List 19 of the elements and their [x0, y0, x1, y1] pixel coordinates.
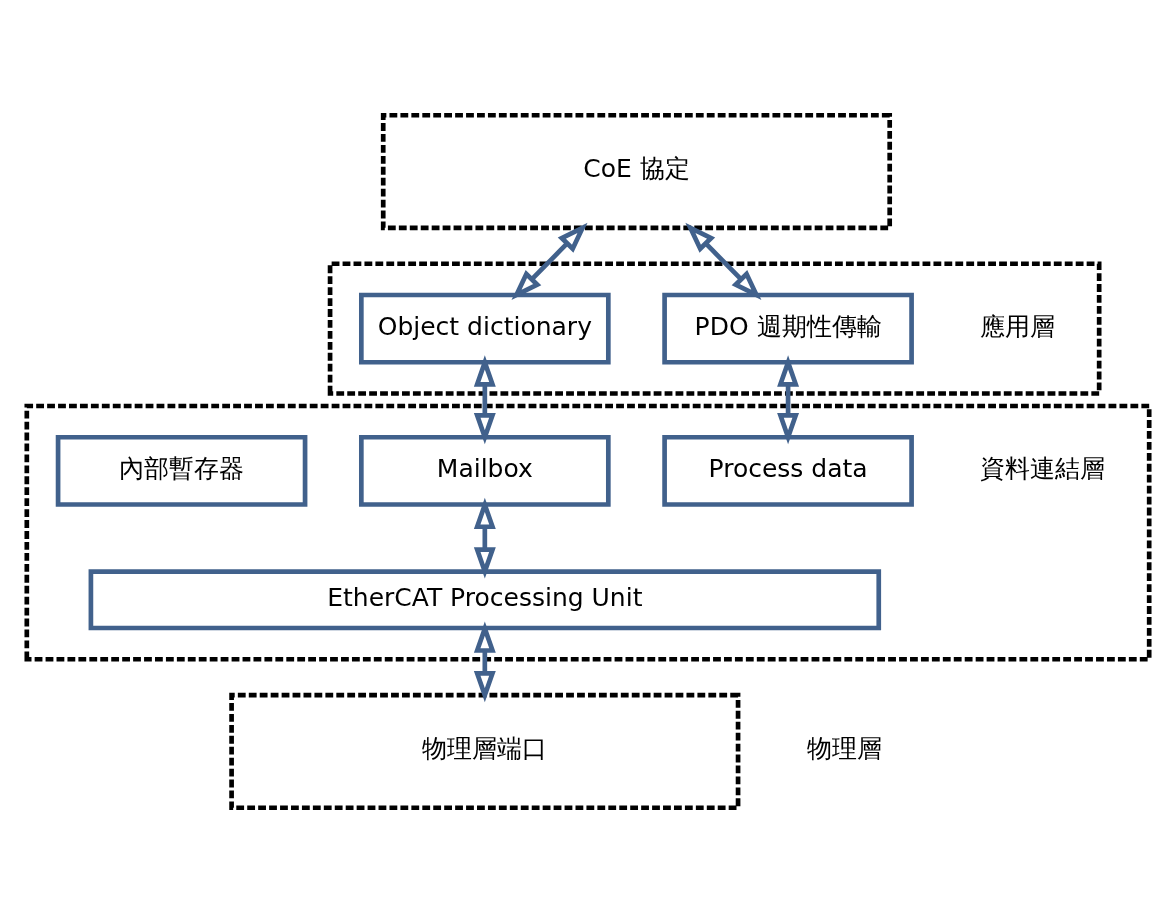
cluster [24, 403, 1152, 662]
cluster [327, 261, 1102, 396]
node-box: Process data [662, 434, 914, 507]
arrow [685, 222, 762, 300]
node-box: EtherCAT Processing Unit [88, 569, 882, 631]
node-box: CoE 協定 [380, 112, 893, 231]
node-label: 物理層 [806, 734, 882, 764]
node-label: 應用層 [980, 311, 1056, 341]
arrow [473, 497, 496, 579]
node-box: Object dictionary [359, 292, 611, 365]
node-box: 內部暫存器 [55, 434, 308, 507]
arrow [511, 222, 588, 300]
node-box: PDO 週期性傳輸 [662, 292, 914, 365]
node-box: Mailbox [359, 434, 611, 507]
arrow [777, 355, 800, 445]
arrow [473, 355, 496, 445]
node-box: 物理層端口 [229, 692, 741, 811]
arrow [473, 621, 496, 703]
node-label: 資料連結層 [980, 453, 1106, 483]
